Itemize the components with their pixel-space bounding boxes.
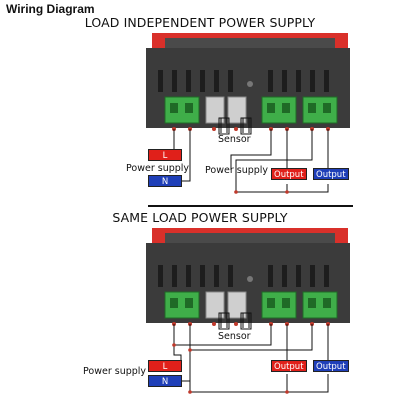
section-1-output-2-tag: Output [313,168,349,180]
controller-device-2 [146,228,350,326]
section-2-sensor-label: Sensor [218,331,251,342]
device-1-terminals [164,96,338,124]
section-1-sensor-label: Sensor [218,134,251,145]
section-2-live-tag: L [148,360,182,372]
device-2-terminals [164,291,338,319]
section-divider [148,205,353,207]
section-1-heading: LOAD INDEPENDENT POWER SUPPLY [84,15,316,30]
section-1-power-supply-left-label: Power supply [126,163,190,174]
section-1-neutral-tag: N [148,175,182,187]
section-1-live-tag: L [148,149,182,161]
section-1-power-supply-right-label: Power supply [205,165,269,176]
section-2-wires [173,312,329,393]
section-2-neutral-tag: N [148,375,182,387]
section-2-output-2-tag: Output [313,360,349,372]
controller-device-1 [146,33,350,131]
section-1-output-1-tag: Output [271,168,307,180]
section-2-power-supply-label: Power supply [83,366,147,377]
section-2-heading: SAME LOAD POWER SUPPLY [112,210,288,225]
section-1-wires [173,117,329,193]
page-title: Wiring Diagram [6,2,95,16]
section-2-output-1-tag: Output [271,360,307,372]
